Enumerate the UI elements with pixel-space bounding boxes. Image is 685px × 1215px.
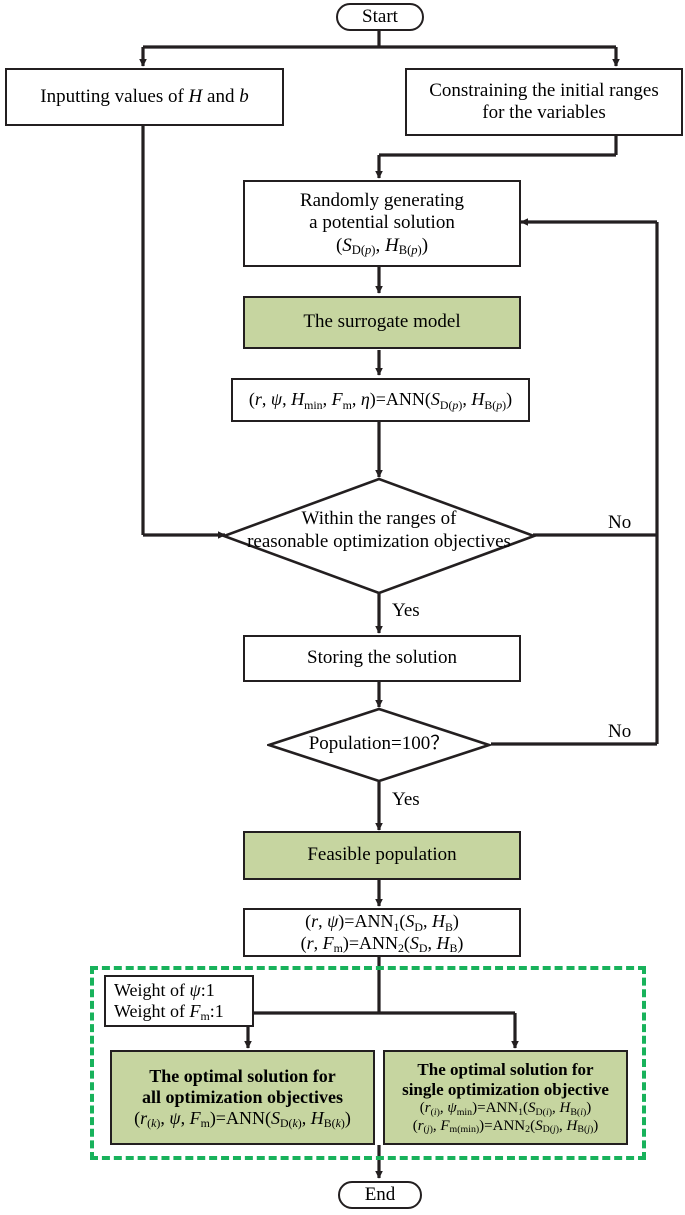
node-ann-models[interactable]: (r, ψ)=ANN1(SD, HB) (r, Fm)=ANN2(SD, HB)	[243, 908, 521, 957]
node-population-check-label: Population=100？	[308, 733, 450, 754]
node-feasible-population[interactable]: Feasible population	[243, 831, 521, 880]
node-optimal-single-line3: (r(i), ψmin)=ANN1(SD(i), HB(i))	[419, 1099, 592, 1118]
node-within-ranges: Within the ranges of reasonable optimiza…	[222, 508, 536, 554]
node-storing-solution-label: Storing the solution	[307, 647, 457, 669]
node-optimal-all-line1: The optimal solution for	[149, 1065, 336, 1086]
node-inputting-values[interactable]: Inputting values of H and b	[5, 68, 284, 126]
node-feasible-population-label: Feasible population	[307, 844, 457, 866]
node-inputting-values-label: Inputting values of H and b	[40, 85, 249, 107]
node-within-ranges-shape[interactable]	[222, 477, 536, 595]
node-surrogate-model-label: The surrogate model	[303, 311, 461, 333]
node-optimal-single[interactable]: The optimal solution for single optimiza…	[383, 1050, 628, 1145]
node-constraining-ranges-line2: for the variables	[482, 102, 606, 123]
node-end-label: End	[364, 1183, 396, 1205]
node-randomly-generating-line3: (SD(p), HB(p))	[335, 234, 429, 258]
node-optimal-single-line2: single optimization objective	[402, 1079, 609, 1099]
node-within-ranges-line1: Within the ranges of	[301, 508, 457, 529]
node-start-label: Start	[362, 5, 398, 27]
node-end[interactable]: End	[338, 1181, 422, 1209]
node-optimal-single-line4: (r(j), Fm(min))=ANN2(SD(j), HB(j))	[412, 1117, 599, 1136]
node-ann-models-line2: (r, Fm)=ANN2(SD, HB)	[300, 932, 464, 955]
node-randomly-generating-line2: a potential solution	[309, 212, 455, 234]
node-ann-models-line1: (r, ψ)=ANN1(SD, HB)	[305, 911, 459, 934]
node-optimal-all-line3: (r(k), ψ, Fm)=ANN(SD(k), HB(k))	[134, 1108, 351, 1131]
node-weights-line2: Weight of Fm:1	[114, 1001, 224, 1024]
node-optimal-all-line2: all optimization objectives	[142, 1086, 343, 1107]
node-start[interactable]: Start	[336, 3, 424, 31]
node-constraining-ranges-line1: Constraining the initial ranges	[429, 79, 659, 101]
node-weights-line1: Weight of ψ:1	[114, 979, 215, 1000]
node-randomly-generating[interactable]: Randomly generating a potential solution…	[243, 180, 521, 267]
node-optimal-all[interactable]: The optimal solution for all optimizatio…	[110, 1050, 375, 1145]
node-ann-evaluation[interactable]: (r, ψ, Hmin, Fm, η)=ANN(SD(p), HB(p))	[231, 378, 530, 422]
node-surrogate-model[interactable]: The surrogate model	[243, 296, 521, 349]
node-population-check: Population=100？	[267, 733, 491, 756]
node-storing-solution[interactable]: Storing the solution	[243, 635, 521, 682]
edge-label-no-1: No	[608, 512, 632, 533]
node-population-check-shape[interactable]	[267, 707, 491, 783]
node-ann-evaluation-formula: (r, ψ, Hmin, Fm, η)=ANN(SD(p), HB(p))	[248, 389, 513, 412]
edge-label-yes-1: Yes	[392, 600, 420, 621]
node-optimal-single-line1: The optimal solution for	[417, 1059, 594, 1079]
optimal-solutions-group	[90, 966, 646, 1160]
node-weights[interactable]: Weight of ψ:1 Weight of Fm:1	[104, 975, 254, 1027]
node-constraining-ranges[interactable]: Constraining the initial ranges for the …	[405, 68, 683, 136]
edge-label-yes-2: Yes	[392, 789, 420, 810]
edge-label-no-2: No	[608, 721, 632, 742]
node-randomly-generating-line1: Randomly generating	[299, 189, 465, 211]
node-within-ranges-line2: reasonable optimization objectives	[247, 530, 511, 552]
